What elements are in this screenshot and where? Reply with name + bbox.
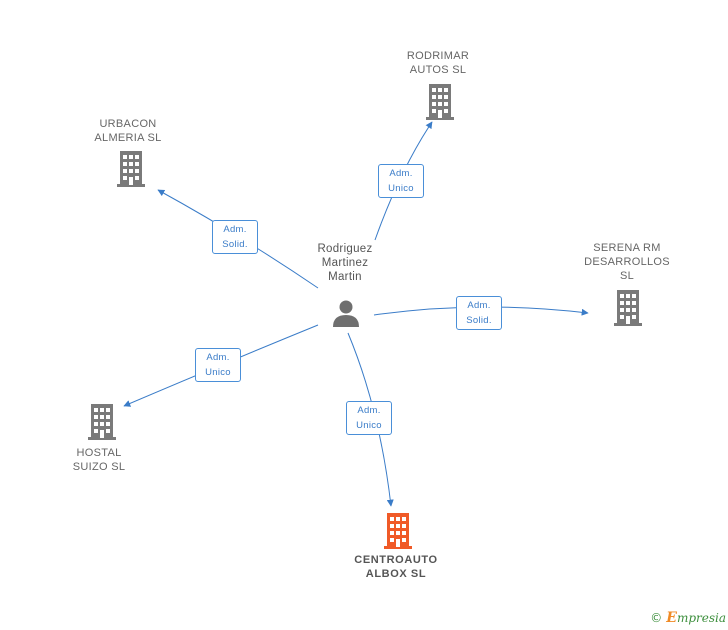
person-name-line: Martinez	[321, 257, 369, 269]
company-name-line: SUIZO SL	[72, 461, 126, 473]
building-icon[interactable]	[86, 404, 118, 440]
company-label-rodrimar[interactable]: RODRIMAR AUTOS SL	[388, 49, 488, 77]
company-label-urbacon[interactable]: URBACON ALMERIA SL	[78, 117, 178, 145]
company-name-line: HOSTAL	[76, 447, 122, 459]
company-name-line: ALMERIA SL	[94, 132, 162, 144]
relation-label-centroauto[interactable]: Adm. Unico	[346, 401, 392, 435]
building-icon[interactable]	[424, 84, 456, 120]
relation-type: Unico	[388, 183, 414, 194]
building-icon[interactable]	[382, 513, 414, 549]
relation-type: Unico	[356, 420, 382, 431]
relation-label-rodrimar[interactable]: Adm. Unico	[378, 164, 424, 198]
building-icon[interactable]	[612, 290, 644, 326]
building-icon[interactable]	[115, 151, 147, 187]
person-name-line: Rodriguez	[317, 243, 373, 255]
copyright-symbol: ©	[650, 611, 663, 625]
company-name-line: SERENA RM	[593, 242, 661, 254]
relation-role: Adm.	[223, 224, 247, 235]
person-icon[interactable]	[331, 298, 361, 328]
person-name-line: Martin	[328, 271, 362, 283]
person-name[interactable]: Rodriguez Martinez Martin	[300, 242, 390, 284]
relation-label-serena[interactable]: Adm. Solid.	[456, 296, 502, 330]
company-name-line: CENTROAUTO	[354, 554, 438, 566]
company-name-line: DESARROLLOS	[584, 256, 670, 268]
company-label-centroauto[interactable]: CENTROAUTO ALBOX SL	[343, 553, 449, 581]
company-name-line: RODRIMAR	[406, 50, 470, 62]
company-name-line: AUTOS SL	[409, 64, 467, 76]
company-name-line: SL	[619, 270, 635, 282]
brand-logo: ©Empresia	[650, 610, 726, 626]
relation-role: Adm.	[467, 300, 491, 311]
company-label-serena[interactable]: SERENA RM DESARROLLOS SL	[577, 241, 677, 283]
relation-type: Solid.	[466, 315, 492, 326]
relation-type: Solid.	[222, 239, 248, 250]
brand-initial: E	[666, 610, 677, 626]
company-label-hostal[interactable]: HOSTAL SUIZO SL	[49, 446, 149, 474]
company-name-line: URBACON	[99, 118, 157, 130]
company-name-line: ALBOX SL	[365, 568, 427, 580]
relation-role: Adm.	[389, 168, 413, 179]
relation-label-urbacon[interactable]: Adm. Solid.	[212, 220, 258, 254]
relation-label-hostal[interactable]: Adm. Unico	[195, 348, 241, 382]
relation-role: Adm.	[206, 352, 230, 363]
relation-type: Unico	[205, 367, 231, 378]
brand-name: mpresia	[676, 611, 726, 625]
relation-role: Adm.	[357, 405, 381, 416]
